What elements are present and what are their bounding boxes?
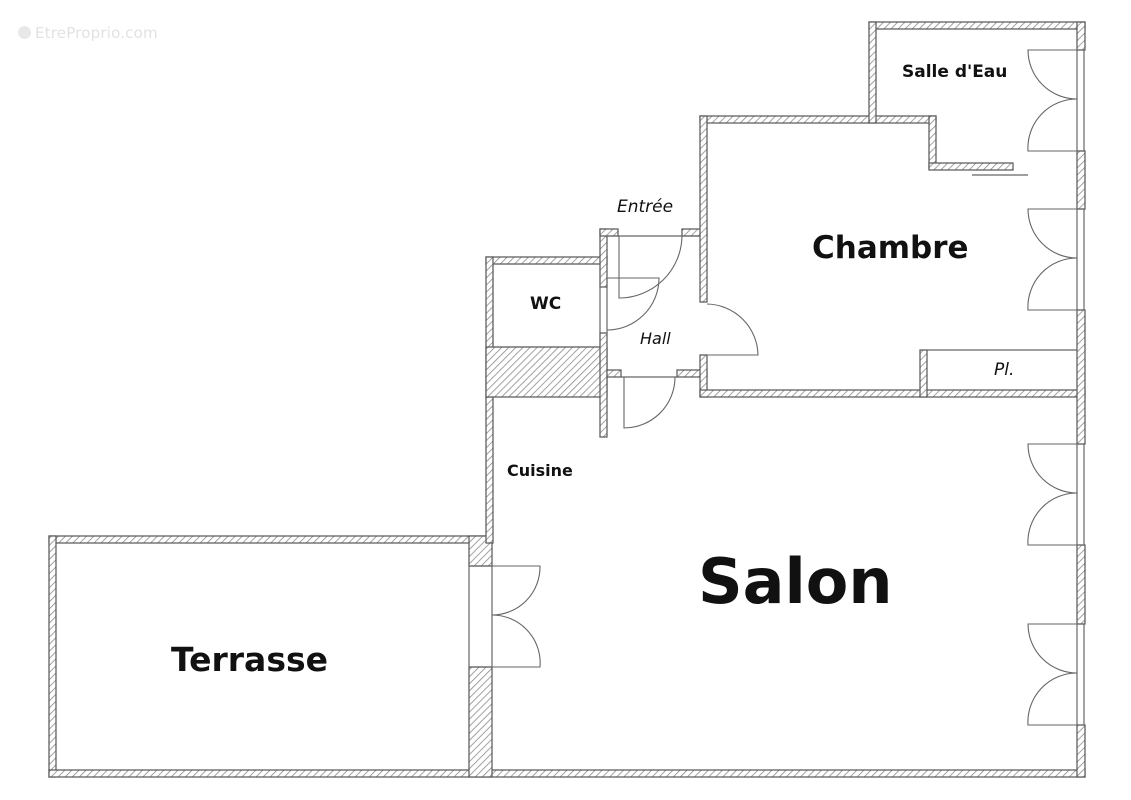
wall-right-3 [1076, 309, 1086, 445]
wall-right-5 [1076, 724, 1086, 778]
wall-cuisine-left [485, 394, 494, 544]
wall-right-4 [1076, 544, 1086, 625]
door-terrasse [491, 565, 541, 668]
wall-sde-top [868, 21, 1086, 30]
room-label-chambre: Chambre [812, 230, 969, 266]
room-label-salon: Salon [698, 545, 893, 618]
watermark-text: EtreProprio.com [35, 24, 158, 42]
wall-right-1 [1076, 21, 1086, 51]
wall-sde-left [868, 21, 877, 124]
room-label-entree: Entrée [617, 197, 674, 217]
room-label-wc: WC [530, 294, 562, 314]
wall-terrasse-salon-lower [468, 666, 493, 778]
door-chambre [706, 303, 759, 356]
wall-chambre-bottom [699, 389, 1086, 398]
door-salon-window-2 [1027, 623, 1078, 726]
door-salon-window-1 [1027, 443, 1078, 546]
wall-chambre-step-h [928, 162, 1014, 171]
wall-wc-hatched-core [485, 346, 608, 398]
wall-wc-top [485, 256, 608, 265]
wall-chambre-left-upper [699, 115, 708, 303]
wall-chambre-top [699, 115, 937, 124]
room-label-salle-deau: Salle d'Eau [902, 62, 1008, 82]
room-label-cuisine: Cuisine [507, 461, 573, 480]
door-sde [1027, 49, 1078, 152]
walls [48, 21, 1086, 778]
wall-hall-left-upper [599, 228, 608, 288]
wall-placard-left [919, 349, 928, 398]
door-wc [606, 277, 660, 331]
wall-hall-left-lower [599, 332, 608, 438]
door-cuisine [623, 376, 676, 429]
door-entree [618, 235, 683, 299]
wall-right-2 [1076, 150, 1086, 210]
wall-hall-bottom-left [606, 369, 622, 378]
room-label-placard: Pl. [994, 360, 1015, 380]
door-chambre-window [1027, 208, 1078, 311]
wall-terrasse-top [48, 535, 487, 544]
room-label-terrasse: Terrasse [171, 640, 328, 679]
wall-terrasse-bottom [48, 769, 1086, 778]
room-label-hall: Hall [640, 329, 671, 348]
wall-chambre-step [928, 115, 937, 170]
watermark-logo-icon [18, 26, 31, 39]
wall-terrasse-left [48, 535, 57, 778]
watermark: EtreProprio.com [18, 24, 158, 42]
windows [468, 49, 1085, 726]
wall-hall-top-left [599, 228, 619, 237]
doors [491, 49, 1078, 726]
